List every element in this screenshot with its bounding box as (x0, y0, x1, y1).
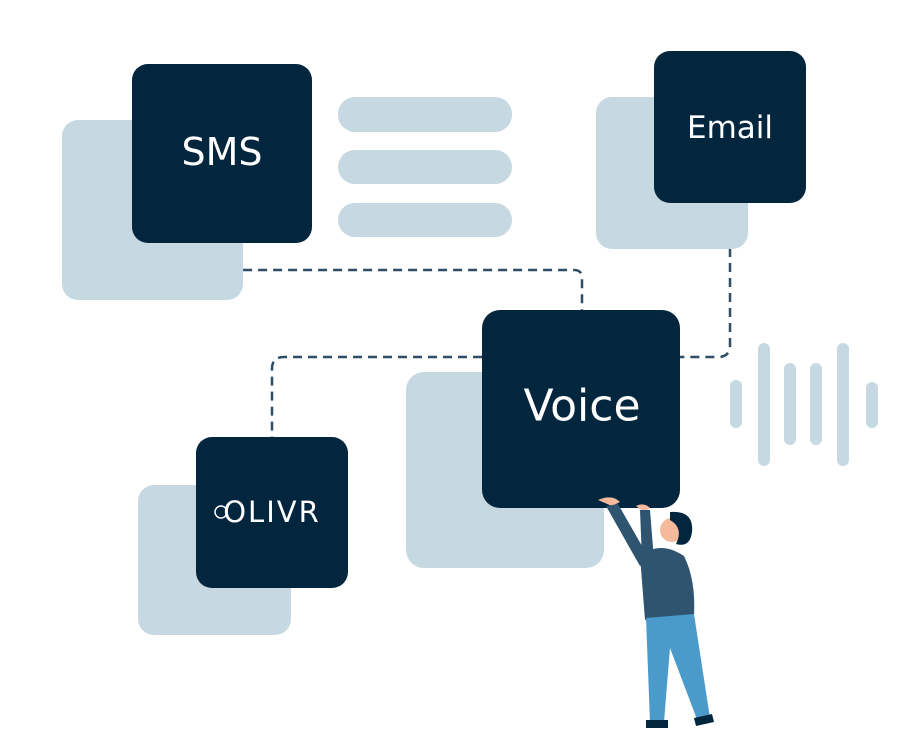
olivr-label: OLIVR (223, 495, 321, 529)
message-line-icon (338, 203, 512, 237)
olivr-emblem-icon (214, 505, 228, 519)
connector-voice-olivr (270, 355, 482, 437)
email-label: Email (687, 110, 773, 146)
email-card (654, 51, 806, 203)
sound-wave-icon (730, 343, 878, 466)
message-line-icon (338, 150, 512, 184)
olivr-logo: OLIVR (214, 495, 321, 529)
voice-label: Voice (523, 381, 640, 432)
olivr-card (196, 437, 348, 588)
voice-card (482, 310, 680, 508)
person-lifting-illustration (598, 497, 714, 728)
sms-card (132, 64, 312, 243)
message-line-icon (338, 97, 512, 132)
connector-email-voice (680, 203, 732, 359)
sms-label: SMS (181, 130, 262, 174)
connector-sms-voice (220, 243, 584, 310)
